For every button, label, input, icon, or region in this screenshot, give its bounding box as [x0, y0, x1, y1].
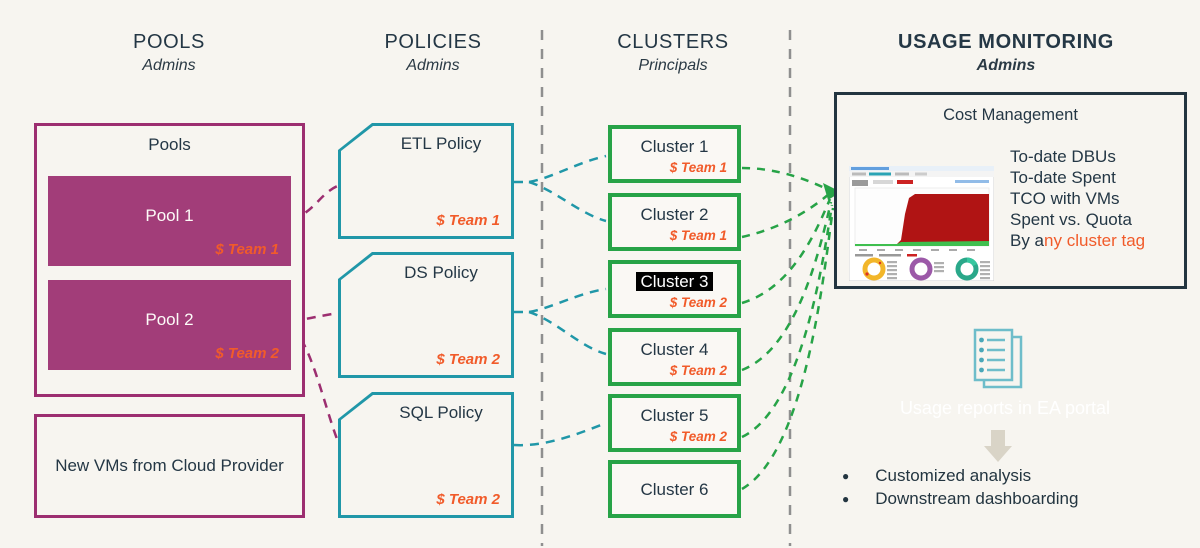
- policy-etl-team-badge: $ Team 1: [436, 212, 500, 229]
- pool-2-label: Pool 2: [145, 310, 194, 329]
- new-vms-box: New VMs from Cloud Provider: [34, 414, 305, 518]
- cluster-1-team-badge: $ Team 1: [669, 160, 727, 175]
- header-clusters: CLUSTERS Principals: [598, 31, 748, 75]
- header-pools-subtitle: Admins: [142, 57, 196, 74]
- pool-2-team-badge: $ Team 2: [215, 345, 279, 362]
- header-pools: POOLS Admins: [94, 31, 244, 75]
- policy-sql-label: SQL Policy: [399, 403, 483, 422]
- bullet-downstream-dashboarding-text: Downstream dashboarding: [875, 489, 1079, 508]
- documents-icon: [973, 328, 1023, 389]
- header-usage-monitoring: USAGE MONITORING Admins: [876, 31, 1136, 75]
- header-usage-title: USAGE MONITORING: [898, 31, 1114, 53]
- cluster-cost-connectors: [741, 166, 835, 491]
- new-vms-label: New VMs from Cloud Provider: [55, 456, 284, 475]
- bullet-downstream-dashboarding: Downstream dashboarding: [842, 488, 1078, 511]
- cluster-4-box: Cluster 4 $ Team 2: [608, 328, 741, 386]
- header-clusters-subtitle: Principals: [638, 57, 708, 74]
- header-policies: POLICIES Admins: [358, 31, 508, 75]
- cost-dashboard-thumbnail: [849, 166, 994, 281]
- cluster-5-label: Cluster 5: [640, 406, 709, 425]
- pools-group-box: Pools Pool 1 $ Team 1 Pool 2 $ Team 2: [34, 123, 305, 397]
- cluster-2-label: Cluster 2: [640, 205, 709, 224]
- cluster-2-team-badge: $ Team 1: [669, 228, 727, 243]
- header-usage-subtitle: Admins: [976, 57, 1036, 74]
- bullet-customized-analysis-text: Customized analysis: [875, 466, 1032, 485]
- metric-by-orange-part: ny cluster tag: [1044, 231, 1146, 250]
- cluster-3-box: Cluster 3 $ Team 2: [608, 260, 741, 318]
- header-clusters-title: CLUSTERS: [617, 31, 729, 53]
- usage-reports-label: Usage reports in EA portal: [899, 398, 1111, 418]
- header-policies-subtitle: Admins: [406, 57, 460, 74]
- cluster-3-team-badge: $ Team 2: [669, 295, 727, 310]
- pool-1-label: Pool 1: [145, 206, 194, 225]
- policy-etl-inner: [341, 126, 511, 236]
- pools-group-label: Pools: [148, 135, 191, 154]
- policy-ds-label: DS Policy: [404, 263, 478, 282]
- cost-management-box: Cost Management: [834, 92, 1187, 289]
- policy-sql-inner: [341, 395, 511, 515]
- policy-etl-box: ETL Policy $ Team 1: [338, 123, 514, 239]
- cluster-4-team-badge: $ Team 2: [669, 363, 727, 378]
- pool-2-box: Pool 2 $ Team 2: [48, 280, 291, 370]
- cost-management-title: Cost Management: [943, 106, 1078, 124]
- header-policies-title: POLICIES: [384, 31, 482, 53]
- cluster-3-label: Cluster 3: [612, 272, 737, 292]
- cluster-6-label: Cluster 6: [640, 480, 709, 499]
- metric-to-date-spent: To-date Spent: [1010, 168, 1116, 187]
- policy-sql-box: SQL Policy $ Team 2: [338, 392, 514, 518]
- down-arrow-icon: [984, 430, 1012, 462]
- policy-ds-team-badge: $ Team 2: [436, 351, 500, 368]
- cluster-2-box: Cluster 2 $ Team 1: [608, 193, 741, 251]
- cluster-5-team-badge: $ Team 2: [669, 429, 727, 444]
- cluster-6-box: Cluster 6: [608, 460, 741, 518]
- metric-to-date-dbus: To-date DBUs: [1010, 147, 1116, 166]
- policy-etl-label: ETL Policy: [400, 134, 482, 153]
- cluster-5-box: Cluster 5 $ Team 2: [608, 394, 741, 452]
- metric-tco-with-vms: TCO with VMs: [1010, 189, 1120, 208]
- metric-by-cluster-tag: By any cluster tag: [1010, 230, 1145, 251]
- cluster-4-label: Cluster 4: [640, 340, 709, 359]
- policy-ds-inner: [341, 255, 511, 375]
- policy-sql-team-badge: $ Team 2: [436, 491, 500, 508]
- bullet-customized-analysis: Customized analysis: [842, 465, 1078, 488]
- cluster-1-box: Cluster 1 $ Team 1: [608, 125, 741, 183]
- outcomes-bullet-list: Customized analysis Downstream dashboard…: [842, 465, 1078, 511]
- cluster-1-label: Cluster 1: [640, 137, 709, 156]
- cost-metrics-list: To-date DBUs To-date Spent TCO with VMs …: [1010, 146, 1145, 251]
- policy-ds-box: DS Policy $ Team 2: [338, 252, 514, 378]
- pool-1-team-badge: $ Team 1: [215, 241, 279, 258]
- policy-cluster-connectors: [513, 154, 607, 447]
- cluster-3-highlighted-text: Cluster 3: [636, 272, 713, 291]
- metric-spent-vs-quota: Spent vs. Quota: [1010, 210, 1132, 229]
- metric-by-dark-part: By a: [1010, 231, 1045, 250]
- header-pools-title: POOLS: [133, 31, 205, 53]
- pool-1-box: Pool 1 $ Team 1: [48, 176, 291, 266]
